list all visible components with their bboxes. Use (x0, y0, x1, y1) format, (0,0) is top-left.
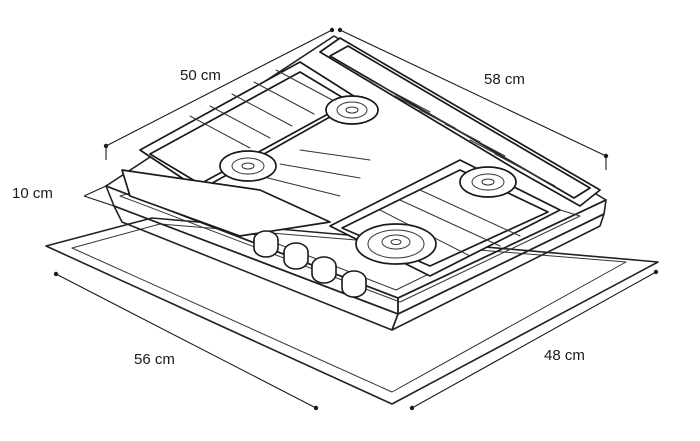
dimension-cutout-depth (409, 269, 659, 411)
knob-1 (253, 230, 279, 258)
label-cutout-depth: 48 cm (544, 347, 585, 364)
label-height: 10 cm (12, 185, 53, 202)
dimension-top-width (337, 27, 609, 170)
dimension-cutout-width (53, 271, 319, 411)
cutout-outline (45, 217, 659, 405)
knob-3 (311, 256, 337, 284)
burner-left (219, 150, 277, 182)
burner-right (459, 166, 517, 198)
dimension-top-depth (103, 27, 335, 160)
label-top-width: 58 cm (484, 71, 525, 88)
label-top-depth: 50 cm (180, 67, 221, 84)
knob-4 (341, 270, 367, 298)
burners (219, 95, 517, 265)
burner-back (325, 95, 379, 125)
label-cutout-width: 56 cm (134, 351, 175, 368)
burner-front-wok (355, 223, 437, 265)
knobs (253, 230, 367, 298)
knob-2 (283, 242, 309, 270)
dimension-height (83, 185, 115, 207)
